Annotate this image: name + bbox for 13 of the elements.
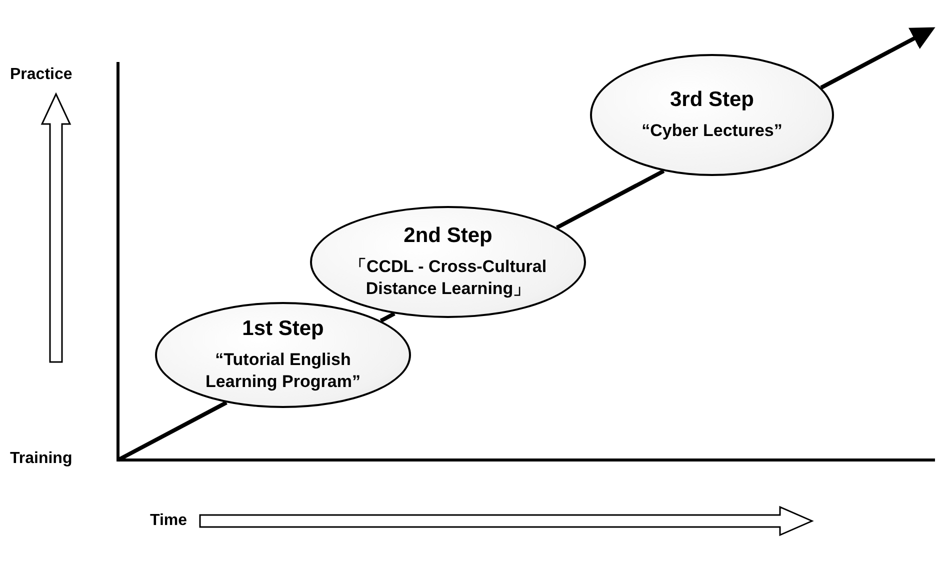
connector-line — [380, 312, 396, 323]
axis-label: Time — [150, 512, 188, 530]
step-description: “Tutorial English Learning Program” — [204, 349, 362, 393]
connector-line — [556, 169, 665, 230]
step-description: 「CCDL - Cross-Cultural Distance Learning」 — [348, 256, 548, 300]
step-title: 3rd Step — [670, 88, 754, 112]
step-description: “Cyber Lectures” — [642, 120, 782, 142]
step-title: 2nd Step — [404, 224, 492, 248]
connector-line — [117, 400, 228, 462]
arrow — [820, 27, 936, 90]
axis-label: Training — [10, 450, 72, 468]
step-title: 1st Step — [242, 317, 324, 341]
axis-label: Practice — [10, 66, 72, 84]
